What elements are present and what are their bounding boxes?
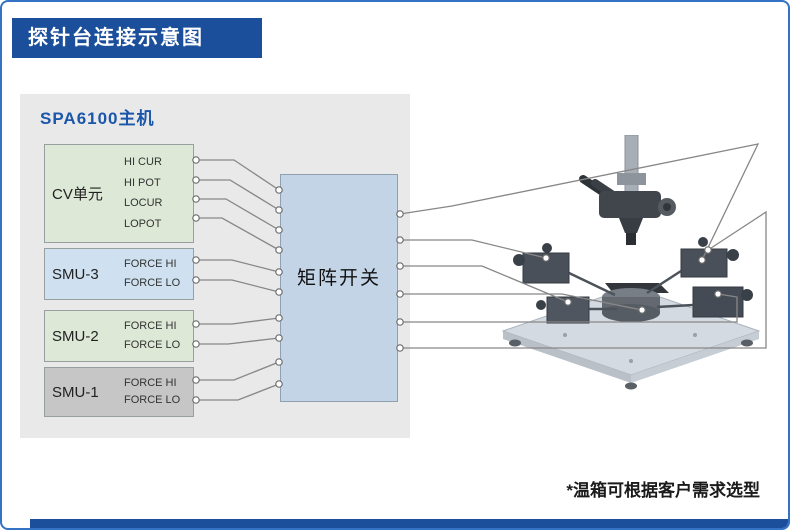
microscope-icon [579,135,676,245]
matrix-switch-label: 矩阵开关 [296,267,381,289]
signal-label: FORCE LO [124,338,181,351]
manipulator-right-top [646,237,739,295]
signal-label: LOCUR [124,197,163,210]
unit-label: CV单元 [52,186,103,203]
unit-box-cv: CV单元 HI CUR HI POT LOCUR LOPOT [44,144,194,243]
panel-title: SPA6100主机 [40,109,155,128]
signal-label: FORCE HI [124,320,177,333]
unit-label: SMU-3 [52,265,99,283]
signal-label: FORCE HI [124,258,177,271]
unit-label: SMU-1 [52,383,99,401]
signal-label: LOPOT [124,217,162,230]
probe-station-image [501,135,761,390]
signal-list: FORCE HI FORCE LO [124,368,193,416]
unit-box-smu3: SMU-3 FORCE HI FORCE LO [44,248,194,300]
unit-box-smu2: SMU-2 FORCE HI FORCE LO [44,310,194,362]
bottom-bar [30,519,788,528]
signal-label: HI CUR [124,156,162,169]
footer-note: *温箱可根据客户需求选型 [566,481,760,500]
signal-label: HI POT [124,176,161,189]
signal-list: FORCE HI FORCE LO [124,311,193,361]
signal-label: FORCE HI [124,376,177,389]
matrix-switch-box: 矩阵开关 [280,174,398,402]
signal-list: HI CUR HI POT LOCUR LOPOT [124,145,193,242]
unit-box-smu1: SMU-1 FORCE HI FORCE LO [44,367,194,417]
signal-list: FORCE HI FORCE LO [124,249,193,299]
signal-label: FORCE LO [124,276,181,289]
manipulator-left [513,243,616,297]
page-title: 探针台连接示意图 [12,18,262,58]
unit-label: SMU-2 [52,327,99,345]
signal-label: FORCE LO [124,394,181,407]
